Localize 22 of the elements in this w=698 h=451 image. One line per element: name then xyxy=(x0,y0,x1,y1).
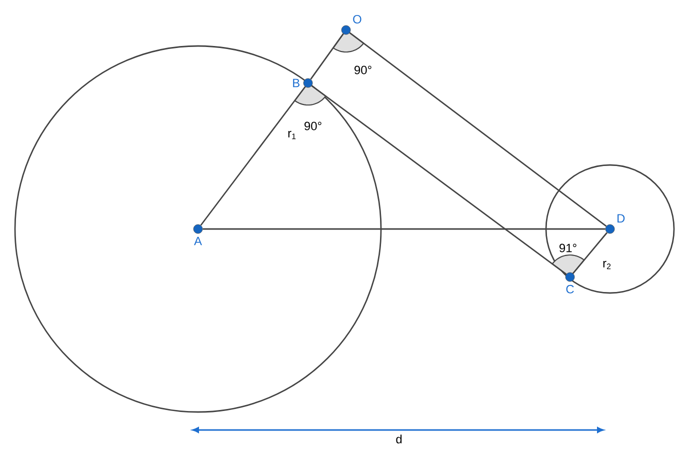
angle-label: 91° xyxy=(560,244,576,252)
line-segment xyxy=(572,232,608,274)
point: C xyxy=(565,272,575,294)
angle-label: 90° xyxy=(304,122,322,130)
line-segment xyxy=(349,32,607,227)
point: D xyxy=(605,214,625,234)
line-segment xyxy=(200,86,306,226)
point: O xyxy=(341,15,362,35)
line-segment xyxy=(310,33,344,80)
line-segment xyxy=(202,228,606,230)
node-label: C xyxy=(566,284,574,294)
node-label: D xyxy=(618,214,625,222)
radius-label: r$_{1}$ xyxy=(288,130,296,140)
radius-label: r$_{2}$ xyxy=(603,260,611,270)
point: A xyxy=(193,224,203,246)
node-label: A xyxy=(194,236,202,246)
node-label: B xyxy=(293,78,300,88)
node-label: O xyxy=(353,14,362,24)
line-segment xyxy=(311,85,567,275)
point: B xyxy=(293,78,313,88)
dimension-label: d xyxy=(396,434,402,444)
angle-label: 90° xyxy=(354,66,372,74)
